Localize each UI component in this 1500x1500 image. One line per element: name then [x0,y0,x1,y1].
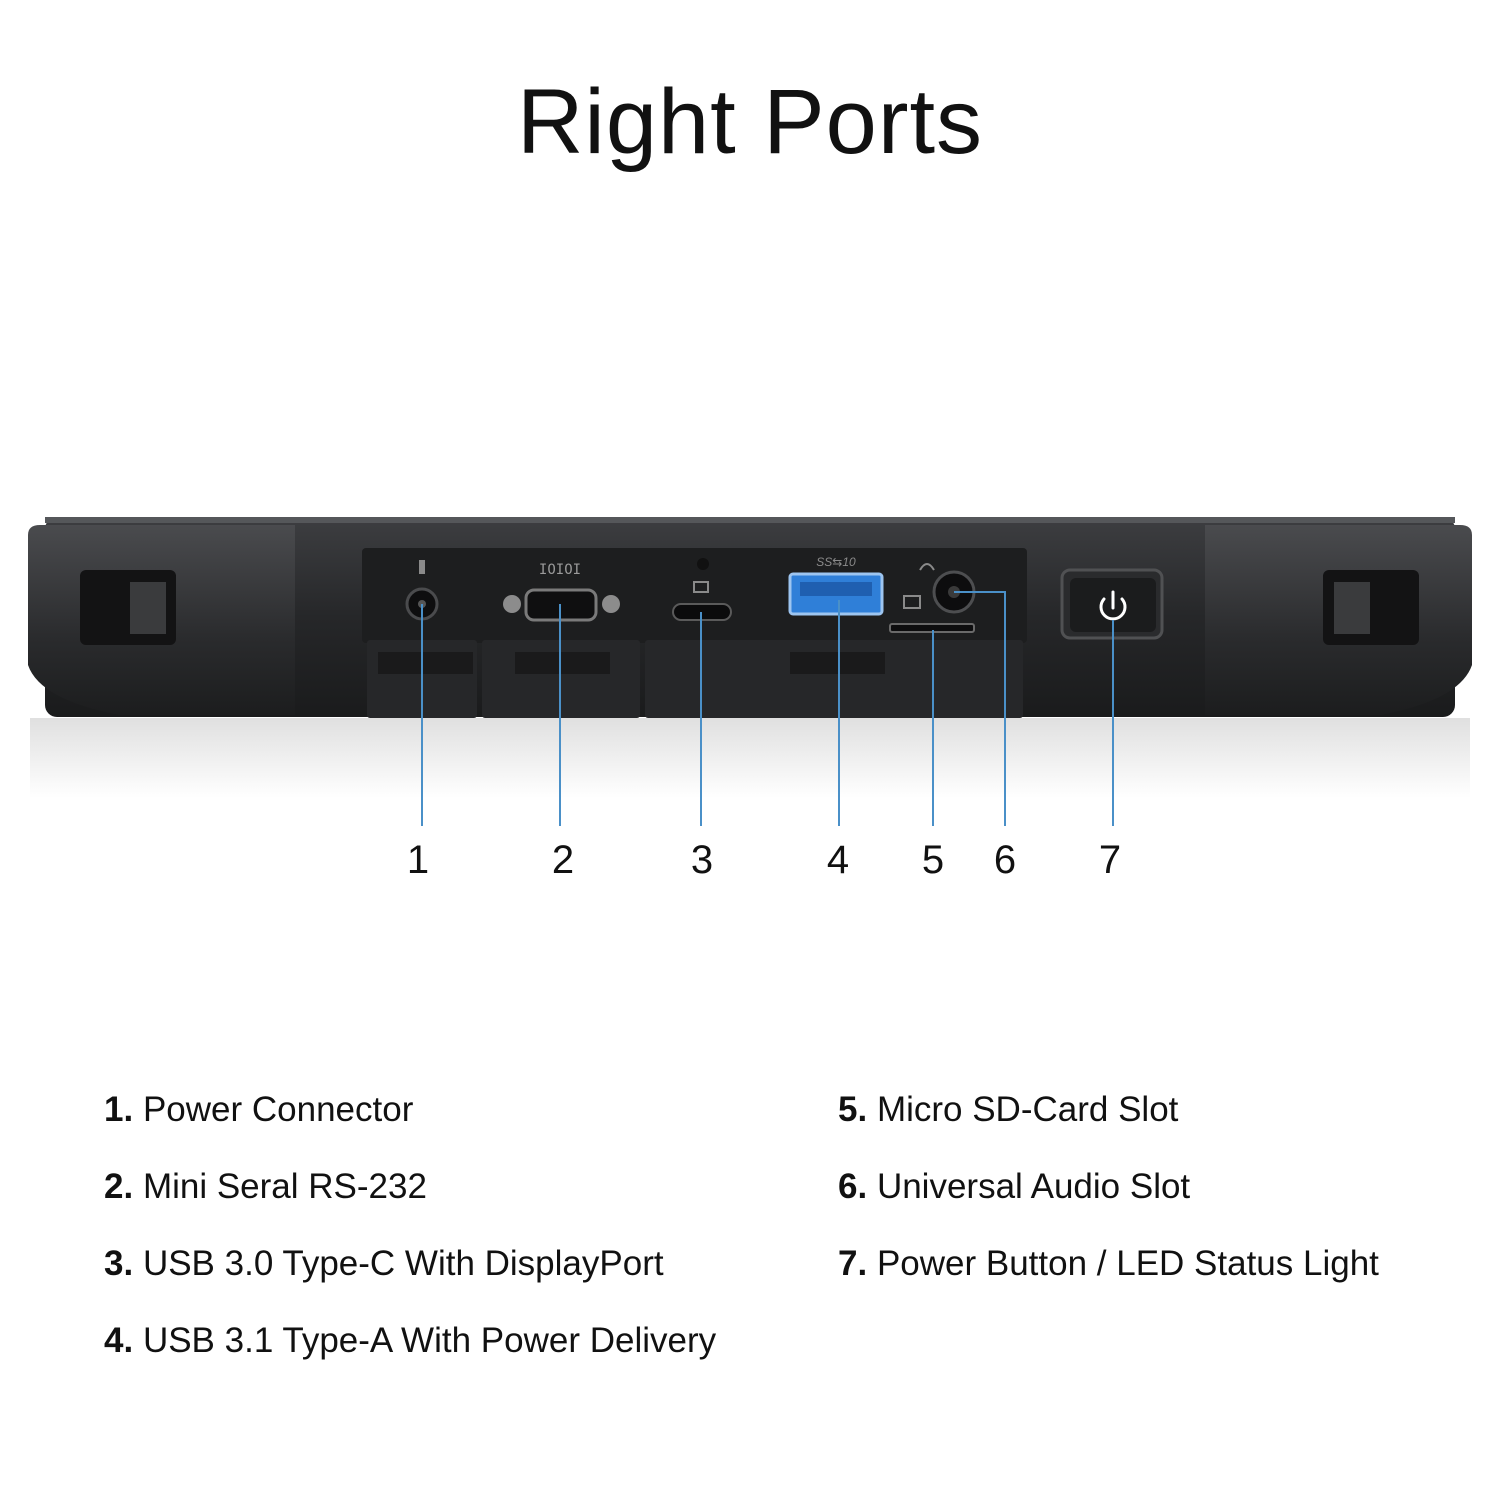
callout-number-2: 2 [551,838,575,882]
svg-text:SS⇆10: SS⇆10 [816,555,856,569]
headphone-icon [919,563,935,571]
callout-number-3: 3 [690,838,714,882]
legend-number: 6. [838,1167,868,1206]
legend-label: Mini Seral RS-232 [142,1167,427,1206]
legend-number: 7. [838,1244,868,1283]
callout-number-4: 4 [826,838,850,882]
device-illustration: IOIOI SS⇆10 [28,517,1472,798]
micro-sd-slot [889,623,975,633]
legend-item: 1. Power Connector [104,1090,804,1167]
port-cover-3 [645,640,1023,718]
legend-label: Power Connector [142,1090,414,1129]
legend-right-column: 5. Micro SD-Card Slot 6. Universal Audio… [838,1090,1478,1321]
serial-port [524,588,598,622]
legend-number: 1. [104,1090,134,1129]
legend-label: USB 3.0 Type-C With DisplayPort [142,1244,664,1283]
legend-number: 2. [104,1167,134,1206]
legend-label: Power Button / LED Status Light [876,1244,1379,1283]
power-plug-icon [419,560,425,574]
callout-number-5: 5 [921,838,945,882]
legend-item: 7. Power Button / LED Status Light [838,1244,1478,1321]
legend-label: Universal Audio Slot [876,1167,1191,1206]
legend-item: 4. USB 3.1 Type-A With Power Delivery [104,1321,804,1398]
usb-a-icon: SS⇆10 [816,555,856,569]
legend-label: USB 3.1 Type-A With Power Delivery [142,1321,717,1360]
legend-item: 5. Micro SD-Card Slot [838,1090,1478,1167]
usb-c-port [672,603,732,621]
legend-number: 3. [104,1244,134,1283]
page-title: Right Ports [516,71,984,173]
legend-item: 6. Universal Audio Slot [838,1167,1478,1244]
legend-item: 3. USB 3.0 Type-C With DisplayPort [104,1244,804,1321]
serial-port-icon: IOIOI [539,562,581,578]
callout-number-7: 7 [1098,838,1122,882]
legend-label: Micro SD-Card Slot [876,1090,1179,1129]
usb-c-icon [693,558,709,593]
sd-card-icon [903,595,921,609]
svg-text:IOIOI: IOIOI [539,562,581,578]
port-cover-1 [367,640,477,718]
port-cover-2 [482,640,640,718]
legend-left-column: 1. Power Connector 2. Mini Seral RS-232 … [104,1090,804,1398]
power-icon [1099,590,1127,621]
callout-number-1: 1 [406,838,430,882]
legend-number: 4. [104,1321,134,1360]
legend-number: 5. [838,1090,868,1129]
callout-number-6: 6 [993,838,1017,882]
legend-item: 2. Mini Seral RS-232 [104,1167,804,1244]
